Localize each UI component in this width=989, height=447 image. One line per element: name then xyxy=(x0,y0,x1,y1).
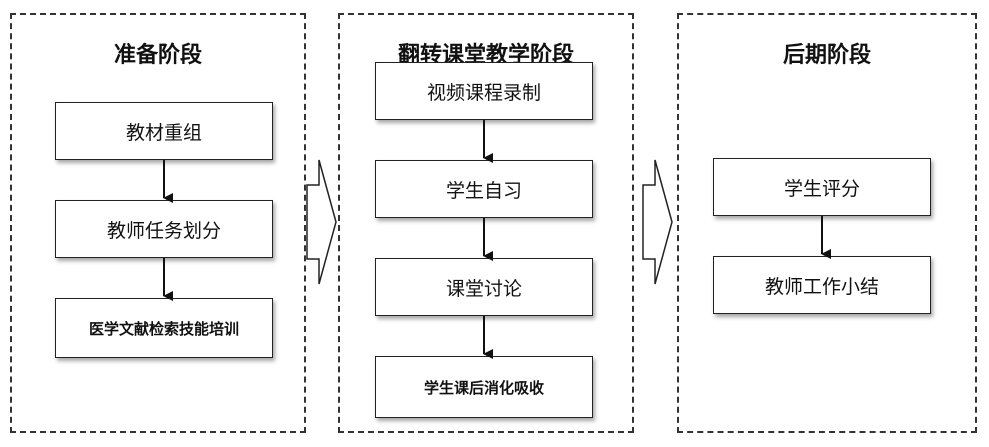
step-box: 视频课程录制 xyxy=(375,62,593,120)
stage-title: 后期阶段 xyxy=(782,43,871,68)
stage-transition-arrow xyxy=(642,159,673,285)
step-box: 课堂讨论 xyxy=(375,258,593,316)
stage-transition-arrow xyxy=(306,159,337,285)
step-box: 医学文献检索技能培训 xyxy=(55,298,273,358)
stage-title: 准备阶段 xyxy=(113,43,202,68)
step-box: 学生课后消化吸收 xyxy=(375,356,593,418)
step-box: 学生评分 xyxy=(713,158,931,216)
stage-preparation: 准备阶段 xyxy=(10,13,306,433)
step-box: 学生自习 xyxy=(375,160,593,218)
step-box: 教材重组 xyxy=(55,102,273,160)
stage-later: 后期阶段 xyxy=(677,13,977,433)
